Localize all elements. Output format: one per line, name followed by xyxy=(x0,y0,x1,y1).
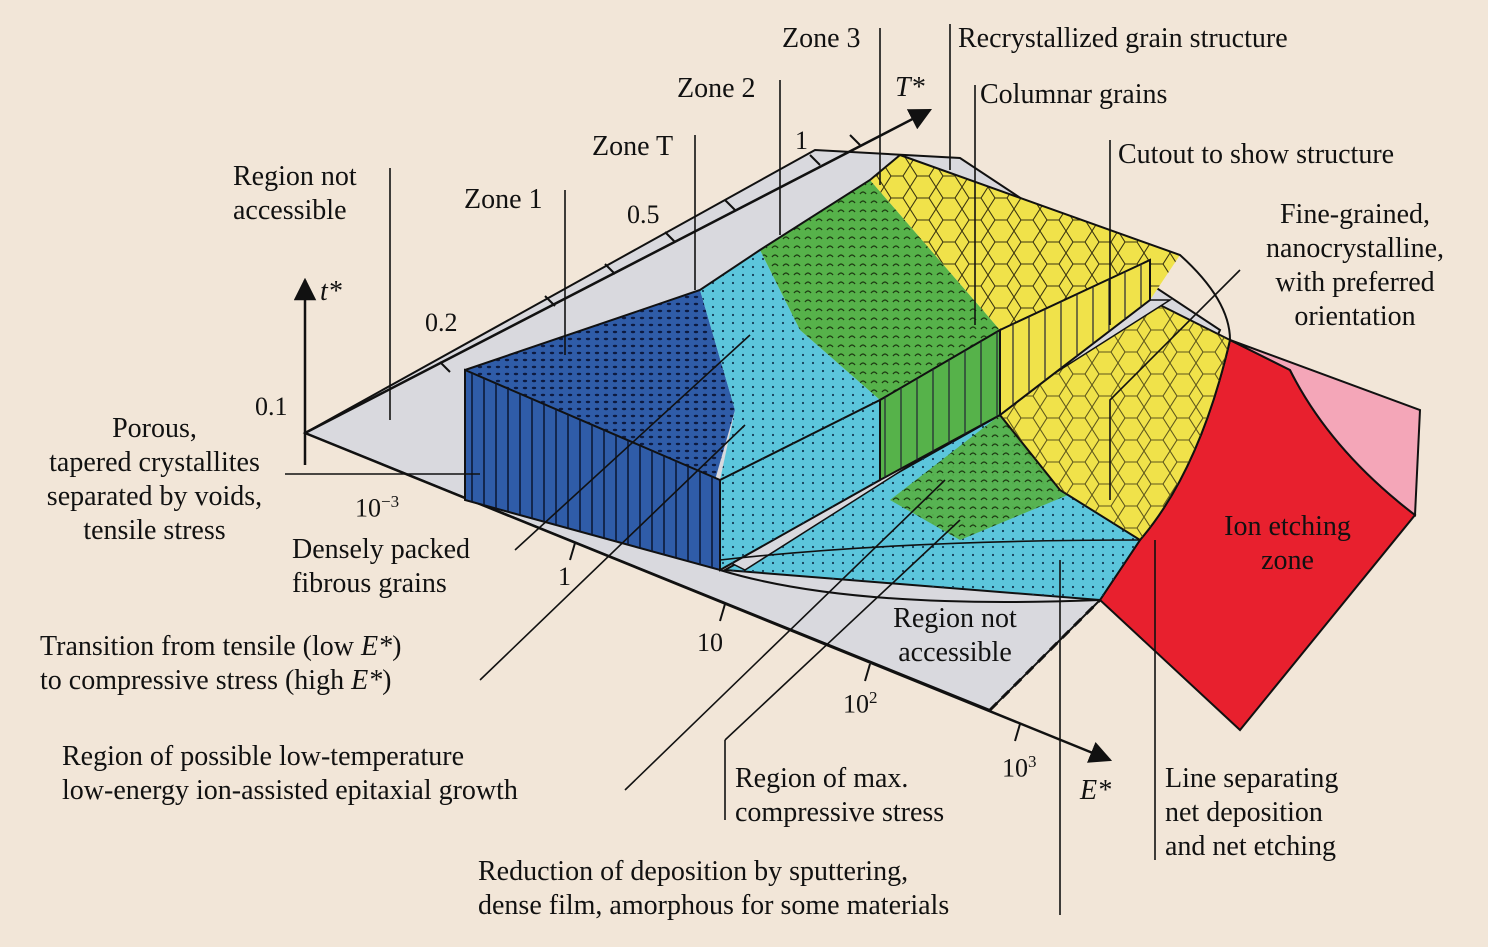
cutout-label: Cutout to show structure xyxy=(1118,139,1395,170)
fine-grained-label: Fine-grained,nanocrystalline, with prefe… xyxy=(1265,199,1445,332)
e-tick-1e3: 103 xyxy=(1002,752,1037,783)
max-compressive-label: Region of max.compressive stress xyxy=(735,763,945,828)
t-tick-0.5: 0.5 xyxy=(627,200,660,229)
zone-t-label: Zone T xyxy=(592,131,674,162)
zone-2-label: Zone 2 xyxy=(677,73,756,104)
t-axis-ticks xyxy=(439,134,861,373)
reduction-label: Reduction of deposition by sputtering,de… xyxy=(478,856,950,921)
t-star-axis xyxy=(304,108,932,435)
e-tick-10: 10 xyxy=(697,628,723,657)
e-tick-1e-3: 10−3 xyxy=(355,492,400,523)
leader-lines xyxy=(285,24,1241,915)
e-tick-1e2: 102 xyxy=(843,688,878,719)
zone-3-label: Zone 3 xyxy=(782,23,861,54)
dashed-boundary xyxy=(988,598,1102,712)
e-star-axis xyxy=(304,431,1113,763)
t-tick-0.1: 0.1 xyxy=(255,392,288,421)
recrystallized-label: Recrystallized grain structure xyxy=(958,23,1288,54)
columnar-label: Columnar grains xyxy=(980,79,1168,110)
t-tick-0.2: 0.2 xyxy=(425,308,458,337)
porous-label: Porous,tapered crystallites separated by… xyxy=(46,413,263,546)
t-star-label: T* xyxy=(895,72,925,103)
zone-1-label: Zone 1 xyxy=(464,184,543,215)
e-star-label: E* xyxy=(1080,775,1112,806)
small-t-star-label: t* xyxy=(320,276,342,307)
t-tick-1: 1 xyxy=(795,126,808,155)
e-tick-1: 1 xyxy=(558,562,571,591)
e-axis-ticks xyxy=(569,542,1021,742)
etching-side-face xyxy=(1229,339,1422,517)
transition-label: Transition from tensile (low E*) to comp… xyxy=(40,631,402,696)
